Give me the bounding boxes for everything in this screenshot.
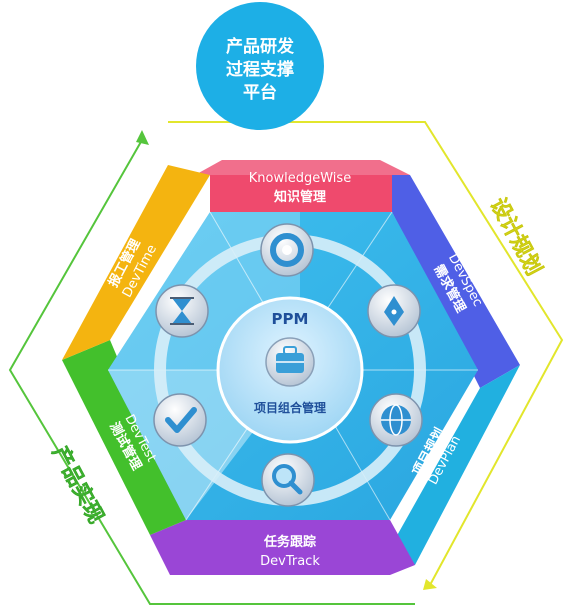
segment-time — [62, 165, 210, 360]
segment-knowledge-top — [195, 160, 410, 175]
knowledge-label-cn: 知识管理 — [274, 189, 326, 205]
pen-nib-icon[interactable] — [367, 284, 421, 338]
center-subtitle: 项目组合管理 — [254, 400, 326, 415]
product-phase-arc — [8, 139, 415, 605]
center-title: PPM — [272, 310, 309, 328]
knowledge-label-en: KnowledgeWise — [249, 171, 351, 186]
design-phase-arrowhead — [423, 579, 437, 590]
segment-track — [150, 520, 415, 575]
segment-test — [62, 340, 186, 535]
checkmark-icon[interactable] — [153, 393, 207, 447]
magnifier-icon[interactable] — [261, 453, 315, 507]
briefcase-icon — [265, 337, 315, 387]
platform-circle — [196, 2, 324, 130]
hourglass-icon[interactable] — [155, 284, 209, 338]
platform-line-3: 平台 — [243, 82, 277, 103]
platform-line-2: 过程支撑 — [226, 59, 294, 80]
lifebuoy-icon[interactable] — [260, 223, 314, 277]
product-phase-label: 产品实现 — [48, 442, 109, 527]
segment-spec — [392, 175, 520, 388]
platform-line-1: 产品研发 — [226, 36, 295, 57]
globe-icon[interactable] — [369, 393, 423, 447]
track-label-cn: 任务跟踪 — [263, 534, 316, 550]
design-phase-arc — [168, 121, 564, 586]
segment-knowledge — [210, 175, 392, 212]
segment-plan — [390, 365, 520, 565]
product-phase-arrowhead — [136, 130, 149, 145]
track-label-en: DevTrack — [260, 554, 320, 569]
